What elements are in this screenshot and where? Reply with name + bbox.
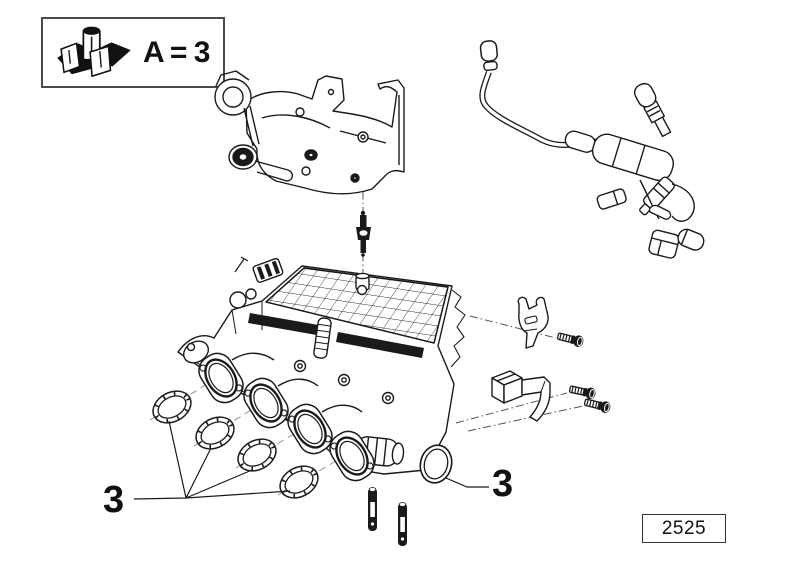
figure-number: 2525 (661, 517, 707, 539)
mounting-bracket (214, 70, 405, 195)
callout-label-gaskets[interactable]: 3 (103, 479, 124, 521)
clamp-screw (555, 329, 586, 349)
intake-manifold (177, 256, 466, 488)
stud-bolt (368, 487, 377, 531)
support-screw (582, 395, 613, 415)
fuel-supply-pipe (479, 40, 613, 148)
oring-seal (419, 444, 453, 484)
stud-bolts (368, 487, 407, 546)
callout-gaskets[interactable]: 3 (103, 420, 291, 521)
clamp-bracket (517, 296, 549, 349)
callout-leader-lines (133, 420, 291, 500)
port-gasket (188, 409, 242, 457)
stud-bolt (398, 502, 407, 546)
callout-leader-line (445, 477, 489, 488)
figure-number-box: 2525 (642, 514, 726, 543)
legend-label: A = 3 (143, 35, 210, 69)
fuel-rail-with-injectors (564, 82, 705, 259)
fixing-stud (356, 210, 371, 257)
legend-box: A = 3 (41, 17, 225, 88)
parts-kit-packaging-icon (57, 26, 131, 77)
port-gasket (145, 383, 199, 431)
port-gasket (230, 431, 284, 479)
callout-oring[interactable]: 3 (445, 463, 513, 505)
port-gasket (272, 458, 326, 506)
support-bracket (491, 370, 551, 422)
callout-label-oring[interactable]: 3 (492, 463, 513, 505)
support-screw (568, 382, 598, 401)
